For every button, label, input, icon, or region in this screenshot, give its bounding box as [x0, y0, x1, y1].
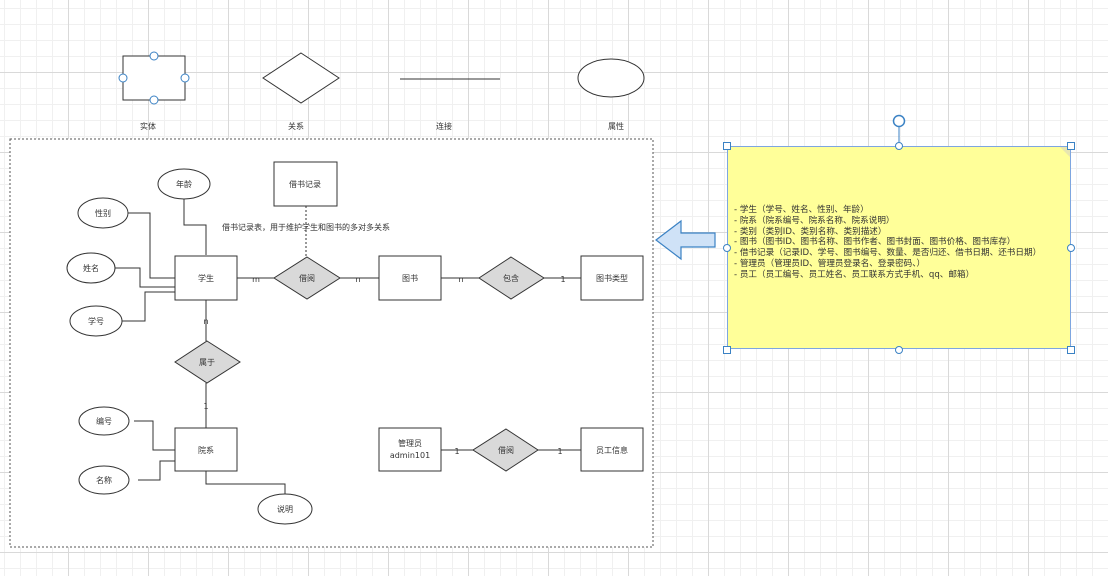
entity-staff-info-label: 员工信息: [596, 445, 628, 455]
attributes: 年龄 性别 姓名 学号 编号 名称 说明: [66, 168, 313, 525]
entity-admin-label-line1: 管理员: [398, 438, 422, 448]
legend-entity-label: 实体: [140, 121, 156, 131]
attribute-dept-no-label: 编号: [96, 416, 112, 426]
attribute-age[interactable]: [157, 168, 211, 200]
note-line: - 院系（院系编号、院系名称、院系说明）: [734, 215, 895, 226]
cardinality-belong-dept: 1: [203, 402, 208, 411]
note-line: - 学生（学号、姓名、性别、年龄）: [734, 205, 869, 215]
legend: 实体 关系 连接 属性: [118, 51, 645, 131]
sticky-note[interactable]: - 学生（学号、姓名、性别、年龄） - 院系（院系编号、院系名称、院系说明） -…: [727, 146, 1071, 349]
attribute-student-id[interactable]: [69, 305, 123, 337]
cardinality-book-contain: n: [458, 275, 463, 284]
attribute-dept-no[interactable]: [78, 406, 130, 436]
note-fold-corner: [1060, 147, 1070, 157]
entity-student[interactable]: [174, 255, 238, 301]
attribute-age-label: 年龄: [176, 179, 192, 189]
resize-handle-top-left[interactable]: [723, 142, 731, 150]
connector-line[interactable]: [205, 471, 286, 494]
relation-belong[interactable]: [174, 340, 241, 384]
connector-line[interactable]: [134, 420, 175, 451]
entity-department[interactable]: [174, 427, 238, 472]
connection-point-handle[interactable]: [149, 51, 159, 61]
entity-book[interactable]: [378, 255, 442, 301]
legend-entity-shape[interactable]: [122, 55, 186, 101]
connection-point-handle[interactable]: [180, 73, 190, 83]
resize-handle-top-right[interactable]: [1067, 142, 1075, 150]
connector-line[interactable]: [183, 199, 207, 255]
attribute-dept-desc-label: 说明: [277, 504, 293, 514]
entity-book-type-label: 图书类型: [596, 273, 628, 283]
entity-staff-info[interactable]: [580, 427, 644, 472]
resize-handle-bottom[interactable]: [895, 346, 903, 354]
cardinality-borrow-book: n: [355, 275, 360, 284]
relation-borrow2-label: 借阅: [498, 445, 514, 455]
entities: 学生 借书记录 图书 图书类型 院系 管理员 admin101 员工信息: [174, 161, 644, 472]
relation-contain-label: 包含: [503, 273, 519, 283]
entity-department-label: 院系: [198, 445, 214, 455]
connector-line[interactable]: [113, 267, 175, 288]
note-line: - 员工（员工编号、员工姓名、员工联系方式手机、qq、邮箱）: [734, 269, 975, 280]
attribute-dept-name-label: 名称: [96, 475, 112, 485]
note-line: - 类别（类别ID、类别名称、类别描述）: [734, 226, 887, 237]
connector-line[interactable]: [120, 212, 175, 279]
attribute-name[interactable]: [66, 252, 116, 284]
rotate-icon[interactable]: [892, 114, 906, 128]
attribute-student-id-label: 学号: [88, 316, 104, 326]
entity-admin-label-line2: admin101: [390, 451, 430, 460]
cardinality-student-borrow: m: [252, 275, 260, 284]
legend-connection-label: 连接: [436, 121, 452, 131]
entity-student-label: 学生: [198, 273, 214, 283]
cardinality-contain-type: 1: [560, 275, 565, 284]
note-line: - 借书记录（记录ID、学号、图书编号、数量、是否归还、借书日期、还书日期）: [734, 248, 1042, 259]
cardinality-labels: m n n 1 n 1 1 1: [203, 275, 565, 456]
borrow-record-annotation: 借书记录表，用于维护学生和图书的多对多关系: [222, 222, 390, 232]
legend-attribute-shape[interactable]: [577, 58, 645, 98]
entity-borrow-record-label: 借书记录: [289, 179, 321, 189]
cardinality-student-belong: n: [203, 317, 208, 326]
relation-belong-label: 属于: [199, 358, 215, 367]
relation-borrow-label: 借阅: [299, 273, 315, 283]
note-line: - 管理员（管理员ID、管理员登录名、登录密码、）: [734, 258, 926, 269]
attribute-dept-desc[interactable]: [257, 493, 313, 525]
attribute-gender[interactable]: [77, 197, 129, 229]
connector-line[interactable]: [138, 460, 175, 481]
relation-borrow-student-book[interactable]: [273, 256, 341, 300]
connection-point-handle[interactable]: [118, 73, 128, 83]
legend-relation-shape[interactable]: [262, 52, 340, 104]
entity-admin[interactable]: [378, 427, 442, 472]
cardinality-borrow-staff: 1: [557, 447, 562, 456]
entity-book-label: 图书: [402, 273, 418, 283]
relation-borrow-admin-staff[interactable]: [472, 428, 539, 472]
entity-borrow-record[interactable]: [273, 161, 338, 207]
entity-book-type[interactable]: [580, 255, 644, 301]
connector-line[interactable]: [122, 291, 175, 322]
relation-contain[interactable]: [478, 256, 545, 300]
connectors: [113, 199, 581, 494]
resize-handle-top[interactable]: [895, 142, 903, 150]
legend-relation-label: 关系: [288, 121, 304, 131]
cardinality-admin-borrow: 1: [454, 447, 459, 456]
resize-handle-right[interactable]: [1067, 244, 1075, 252]
connection-point-handle[interactable]: [149, 95, 159, 105]
note-text[interactable]: - 学生（学号、姓名、性别、年龄） - 院系（院系编号、院系名称、院系说明） -…: [734, 205, 1064, 281]
resize-handle-bottom-right[interactable]: [1067, 346, 1075, 354]
resize-handle-bottom-left[interactable]: [723, 346, 731, 354]
attribute-gender-label: 性别: [95, 208, 111, 218]
attribute-name-label: 姓名: [83, 263, 99, 273]
attribute-dept-name[interactable]: [78, 465, 130, 495]
resize-handle-left[interactable]: [723, 244, 731, 252]
arrow-left-icon[interactable]: [655, 219, 716, 261]
relations: 借阅 包含 属于 借阅: [174, 256, 545, 472]
legend-attribute-label: 属性: [608, 121, 624, 131]
note-line: - 图书（图书ID、图书名称、图书作者、图书封面、图书价格、图书库存）: [734, 237, 1016, 248]
